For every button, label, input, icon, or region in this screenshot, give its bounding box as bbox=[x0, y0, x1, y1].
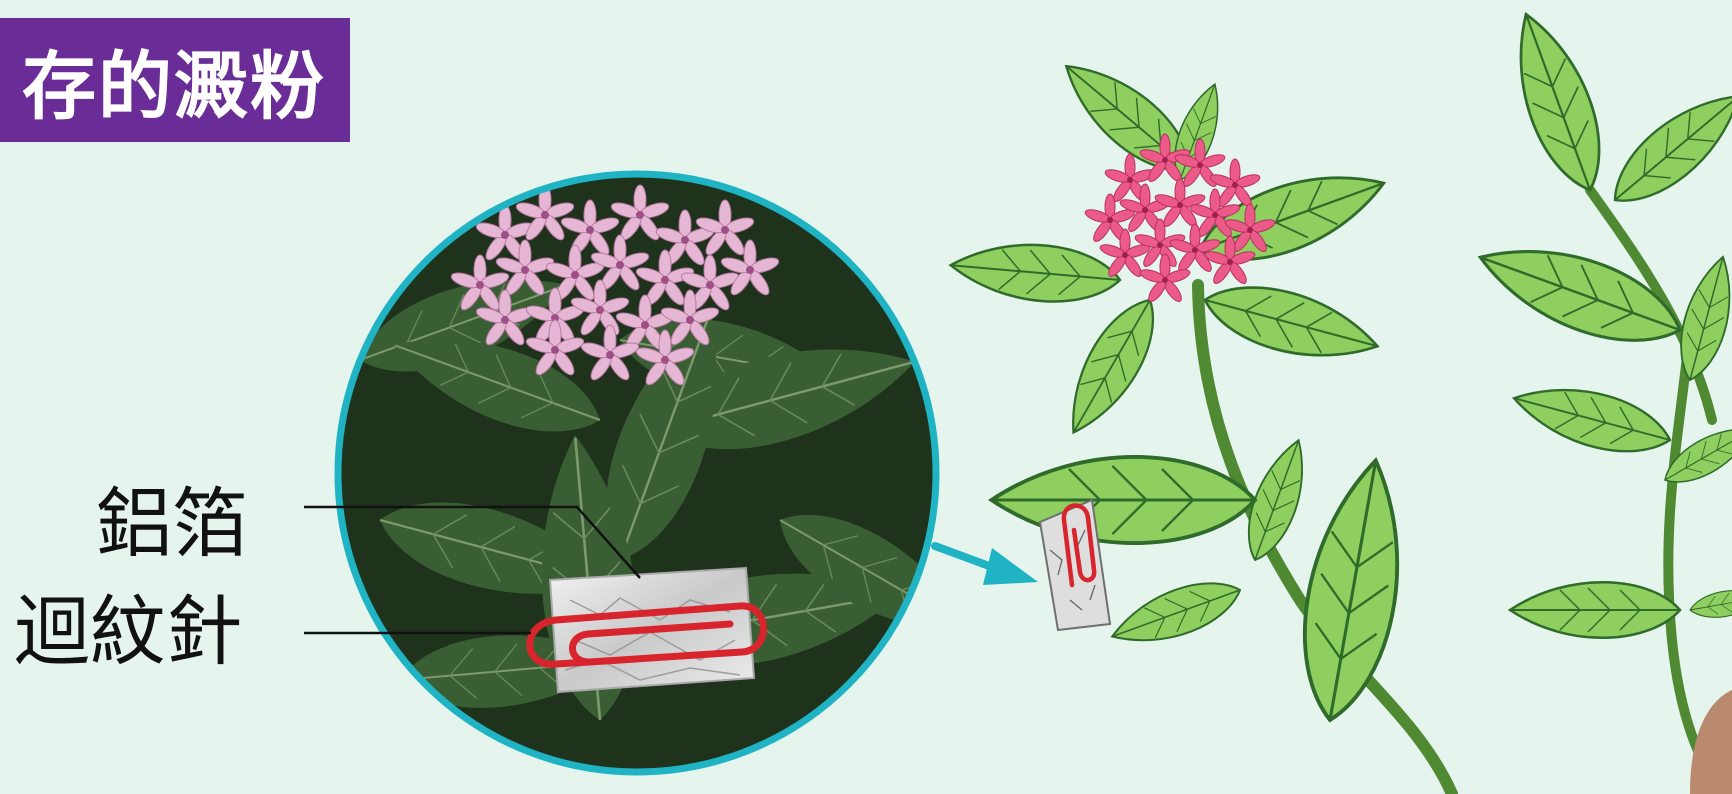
soil-corner bbox=[1690, 690, 1732, 794]
photo-circle bbox=[330, 170, 988, 790]
label-paperclip: 迴紋針 bbox=[14, 594, 242, 670]
label-foil: 鋁箔 bbox=[96, 486, 248, 562]
arrow bbox=[935, 546, 1038, 585]
drawn-plant bbox=[948, 4, 1732, 794]
